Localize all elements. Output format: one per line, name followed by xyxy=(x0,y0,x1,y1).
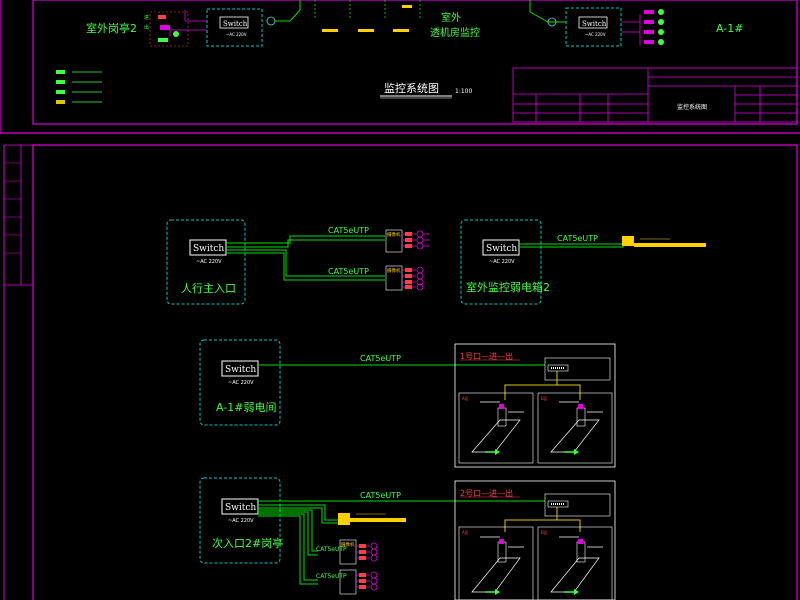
svg-text:~AC 220V: ~AC 220V xyxy=(228,518,254,524)
svg-text:Switch: Switch xyxy=(225,503,256,513)
box-main-entrance: Switch ~AC 220V 人行主入口 xyxy=(166,219,246,305)
camera-icon xyxy=(416,230,424,238)
svg-text:CAT5eUTP: CAT5eUTP xyxy=(557,234,598,243)
switch-weak-room xyxy=(221,360,259,377)
svg-text:出: 出 xyxy=(144,24,149,31)
left-station-label: 室外岗亭2 xyxy=(86,21,137,35)
turnstile-icon xyxy=(576,407,586,427)
svg-text:Switch: Switch xyxy=(225,365,256,375)
svg-text:A区: A区 xyxy=(462,530,469,535)
box-outdoor-2: Switch ~AC 220V 室外监控弱电箱2 xyxy=(460,219,550,305)
switch-power: ~AC 220V xyxy=(196,259,222,265)
camera-icon xyxy=(416,242,424,250)
top-sheet: 室外岗亭2 Switch ~AC 220V 进 出 室外 透机房 xyxy=(0,0,800,134)
left-station-box xyxy=(206,8,263,47)
cable-label-2: CAT5eUTP xyxy=(328,267,369,276)
svg-text:摄像机: 摄像机 xyxy=(387,231,401,238)
svg-text:CAT5eUTP: CAT5eUTP xyxy=(360,491,401,500)
svg-text:CAT5eUTP: CAT5eUTP xyxy=(360,354,401,363)
camera-icon xyxy=(370,583,378,591)
main-inner-frame xyxy=(32,144,798,600)
barrier-arm xyxy=(350,518,406,522)
turnstile-icon xyxy=(497,407,507,427)
right-station-label: A-1# xyxy=(716,22,743,35)
camera-group-3: 摄像机 xyxy=(339,539,378,565)
svg-text:~AC 220V: ~AC 220V xyxy=(226,32,247,37)
center-label-2: 透机房监控 xyxy=(430,26,480,39)
svg-text:B区: B区 xyxy=(541,530,548,535)
top-right-cameras xyxy=(644,9,664,45)
svg-text:Switch: Switch xyxy=(486,244,517,254)
switch-secondary xyxy=(221,498,259,515)
camera-icon xyxy=(370,548,378,556)
top-right-switch xyxy=(578,16,608,29)
svg-text:CAT5eUTP: CAT5eUTP xyxy=(316,546,347,553)
svg-text:Switch: Switch xyxy=(223,20,248,28)
svg-text:~AC 220V: ~AC 220V xyxy=(228,380,254,386)
title-block xyxy=(512,67,798,123)
diagram-title: 监控系统图 xyxy=(384,81,439,95)
cables-weak-room: CAT5eUTP xyxy=(258,354,545,366)
box-secondary-entrance: Switch ~AC 220V 次入口2#岗亭 xyxy=(199,477,283,564)
top-left-switch xyxy=(219,16,249,29)
camera-icon xyxy=(370,571,378,579)
cables-main-entrance: CAT5eUTP CAT5eUTP xyxy=(226,226,385,281)
camera-icon xyxy=(416,278,424,286)
svg-text:进: 进 xyxy=(144,14,149,21)
weak-room-label: A-1#弱电间 xyxy=(216,401,276,414)
top-left-cameras: 进 出 xyxy=(144,14,179,42)
camera-icon xyxy=(370,542,378,550)
svg-text:B区: B区 xyxy=(541,396,548,401)
camera-group-2: 摄像机 xyxy=(385,265,424,291)
center-cables xyxy=(314,0,421,32)
cables-secondary: CAT5eUTP CAT5eUTP CAT5eUTP xyxy=(258,491,545,585)
barrier-arm xyxy=(634,243,706,247)
gate-1-panel: 1号口—进—出 A区 B区 xyxy=(454,343,616,468)
top-inner-frame xyxy=(32,0,798,125)
camera-icon xyxy=(416,272,424,280)
main-entrance-label: 人行主入口 xyxy=(181,282,236,295)
cable-label-1: CAT5eUTP xyxy=(328,226,369,235)
diagram-scale: 1:100 xyxy=(455,88,472,95)
camera-icon xyxy=(416,283,424,291)
gate-1-label: 1号口—进—出 xyxy=(460,351,513,361)
right-station-box xyxy=(565,7,622,47)
svg-text:Switch: Switch xyxy=(582,20,607,28)
camera-icon xyxy=(416,266,424,274)
center-label-1: 室外 xyxy=(441,11,461,24)
switch-label: Switch xyxy=(193,244,224,254)
cables-outdoor-2: CAT5eUTP xyxy=(519,234,706,248)
gate-2-panel: 2号口—进—出 A区 B区 xyxy=(454,480,616,600)
svg-text:CAT5eUTP: CAT5eUTP xyxy=(316,573,347,580)
camera-icon xyxy=(416,236,424,244)
top-left-node xyxy=(266,16,276,26)
svg-text:~AC 220V: ~AC 220V xyxy=(489,259,515,265)
legend xyxy=(56,70,102,104)
svg-text:A区: A区 xyxy=(462,396,469,401)
gate-2-label: 2号口—进—出 xyxy=(460,488,513,498)
barrier-gate-icon xyxy=(622,236,634,246)
svg-text:~AC 220V: ~AC 220V xyxy=(585,32,606,37)
outdoor-box2-label: 室外监控弱电箱2 xyxy=(466,280,550,294)
camera-icon xyxy=(370,577,378,585)
box-weak-room: Switch ~AC 220V A-1#弱电间 xyxy=(199,339,281,426)
top-right-node xyxy=(547,17,557,27)
secondary-entrance-label: 次入口2#岗亭 xyxy=(212,536,283,550)
camera-group-1: 摄像机 xyxy=(385,229,429,253)
main-sheet: Switch ~AC 220V 人行主入口 CAT5eUTP CAT5eUTP … xyxy=(3,144,798,600)
svg-text:摄像机: 摄像机 xyxy=(387,267,401,274)
title-block-description: 监控系统图 xyxy=(677,103,707,111)
camera-icon xyxy=(370,554,378,562)
camera-group-4 xyxy=(339,569,378,595)
barrier-gate-icon xyxy=(338,513,350,525)
svg-text:摄像机: 摄像机 xyxy=(341,541,355,548)
